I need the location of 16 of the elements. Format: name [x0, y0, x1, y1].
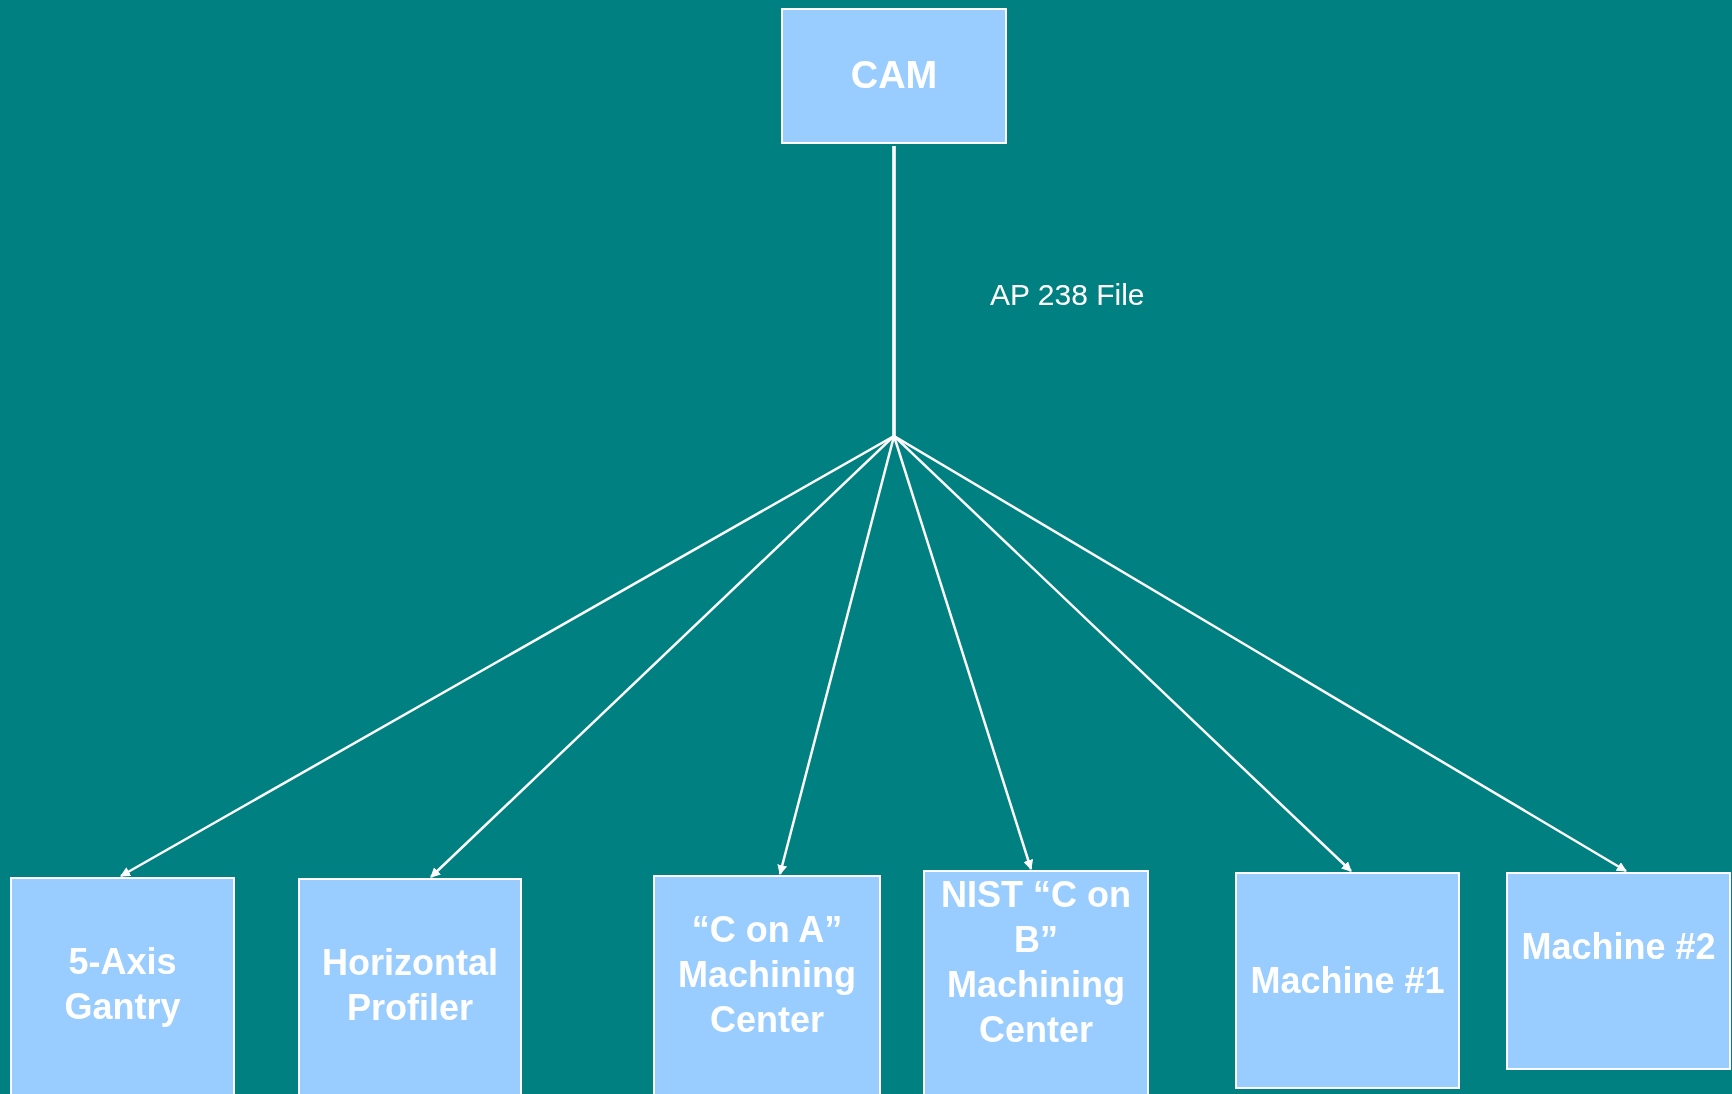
node-label: “C on A” Machining Center: [677, 908, 857, 1042]
node-label: 5-Axis Gantry: [63, 940, 182, 1029]
machine-box: [923, 870, 1149, 1094]
machine-box: [653, 875, 881, 1094]
machine-box: [298, 878, 522, 1094]
node-label: NIST “C on B” Machining Center: [940, 873, 1132, 1052]
arrow: [892, 146, 1627, 873]
node-label: Machine #1: [1250, 959, 1445, 1003]
flow-label: AP 238 File: [990, 278, 1145, 312]
node-label: Horizontal Profiler: [321, 941, 499, 1030]
machine-box: [10, 877, 235, 1094]
machine-box: [1506, 872, 1731, 1070]
node-label: CAM: [850, 53, 938, 99]
process-box: [781, 8, 1007, 144]
machine-box: [1235, 872, 1460, 1089]
node-label: Machine #2: [1521, 925, 1716, 969]
